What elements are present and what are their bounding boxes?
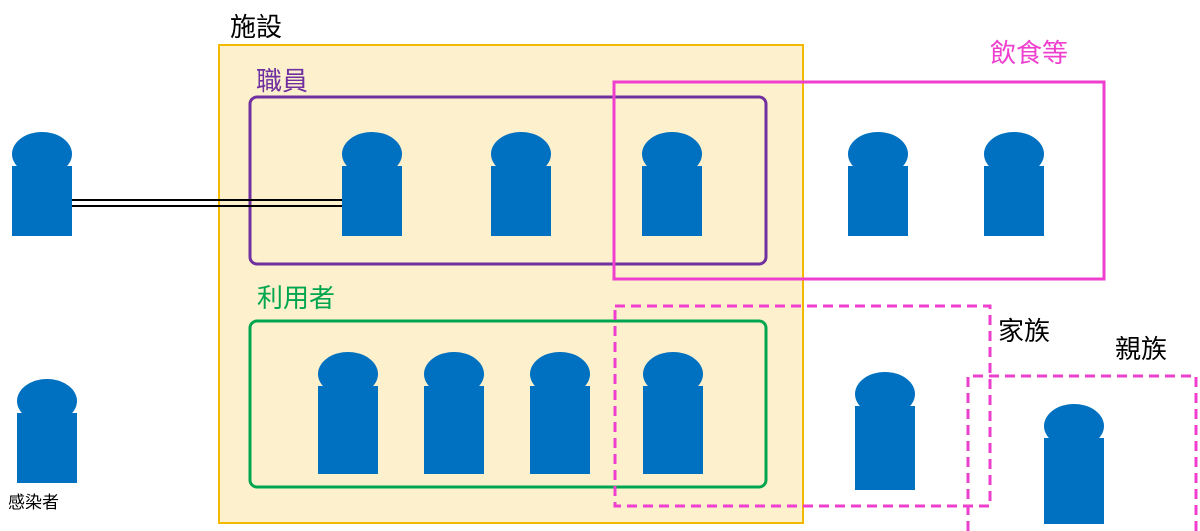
infected-legend-icon <box>17 379 77 483</box>
relatives-label: 親族 <box>1115 335 1167 365</box>
infection-link <box>72 199 342 207</box>
infected-label: 感染者 <box>8 493 59 513</box>
users-label: 利用者 <box>257 284 335 314</box>
dining-label: 飲食等 <box>990 39 1068 69</box>
person-icon <box>848 132 908 236</box>
person-icon <box>424 352 484 474</box>
person-icon <box>342 132 402 236</box>
person-icon <box>855 372 915 490</box>
dining-group-box <box>612 80 1106 281</box>
family-label: 家族 <box>998 317 1050 347</box>
family-group-box <box>613 304 992 508</box>
person-icon <box>642 132 702 236</box>
person-icon <box>984 132 1044 236</box>
person-icon <box>491 132 551 236</box>
person-icon <box>643 352 703 474</box>
staff-label: 職員 <box>256 67 308 97</box>
facility-label: 施設 <box>230 13 282 43</box>
users-group-box <box>248 319 768 489</box>
person-icon <box>530 352 590 474</box>
person-icon <box>1044 404 1104 524</box>
person-icon <box>12 132 72 236</box>
staff-group-box <box>248 95 768 266</box>
facility-box <box>218 44 804 524</box>
person-icon <box>318 352 378 474</box>
